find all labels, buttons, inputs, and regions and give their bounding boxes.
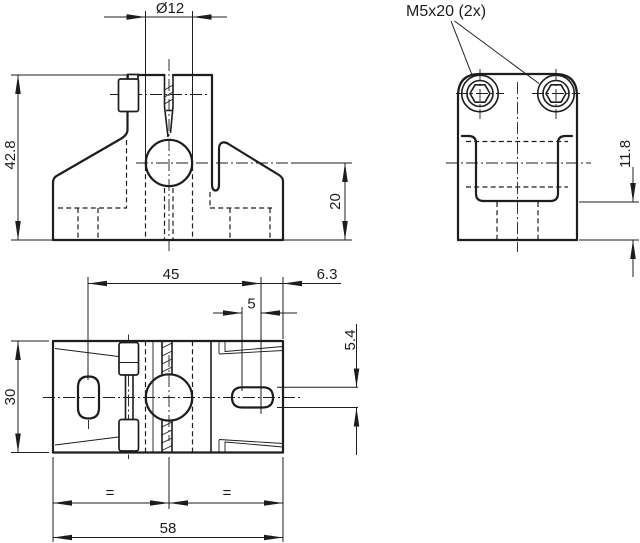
top-slot-walls xyxy=(124,341,212,453)
top-mount-slots xyxy=(76,375,275,420)
side-hex-socket-icons xyxy=(469,84,567,103)
dim-label-bore-diameter: Ø12 xyxy=(156,0,184,17)
top-hidden-lines xyxy=(144,341,194,453)
dim-label-slot-width: 5.4 xyxy=(342,330,359,351)
dim-label-equal-left: = xyxy=(106,485,115,502)
top-detail-lines xyxy=(54,341,284,453)
front-dim-extension-lines xyxy=(11,11,352,241)
side-hidden-lines xyxy=(466,140,568,239)
front-screw-head xyxy=(117,78,140,113)
side-outline xyxy=(456,72,579,242)
top-dim-extension-lines xyxy=(11,277,358,542)
dim-label-overall-length: 58 xyxy=(160,520,177,537)
side-callout-leader-lines xyxy=(450,20,540,84)
dim-label-slot-bottom-height: 11.8 xyxy=(617,140,634,168)
side-screw-crosshairs xyxy=(456,69,580,119)
side-view: M5x20 (2x) 11.8 xyxy=(406,3,639,277)
side-screw-left-head-circle xyxy=(460,74,500,113)
screw-callout-label: M5x20 (2x) xyxy=(406,3,486,20)
side-channel xyxy=(460,134,574,203)
top-screw-back-block xyxy=(118,418,140,452)
dim-label-overall-depth: 30 xyxy=(2,389,19,406)
side-screw-right-head-circle xyxy=(536,74,576,113)
top-bore-circle xyxy=(144,373,194,422)
side-dim-extension-lines xyxy=(579,201,639,241)
dim-label-bore-center-height: 20 xyxy=(327,193,344,210)
dim-label-equal-right: = xyxy=(223,485,232,502)
top-view: 45 6.3 5 30 5.4 = = 58 xyxy=(2,266,360,542)
top-screw-front-block xyxy=(118,341,140,376)
dim-label-slot-center-distance: 45 xyxy=(163,266,180,283)
side-centerlines xyxy=(446,82,591,252)
front-hidden-lines xyxy=(58,140,272,240)
front-bore-circle xyxy=(144,138,194,188)
front-outline xyxy=(51,73,285,242)
dim-label-edge-distance: 6.3 xyxy=(317,266,338,283)
side-screw-left-inner-circle xyxy=(466,79,494,108)
front-thread-hatch xyxy=(164,84,174,105)
top-centerlines xyxy=(43,334,302,459)
side-screw-right-inner-circle xyxy=(542,79,570,108)
top-outline xyxy=(51,339,285,454)
dim-label-slot-straight-length: 5 xyxy=(247,296,255,313)
front-view: Ø12 42.8 20 xyxy=(2,0,352,253)
top-thread-hatch xyxy=(161,342,173,451)
dim-label-overall-height: 42.8 xyxy=(2,140,19,169)
